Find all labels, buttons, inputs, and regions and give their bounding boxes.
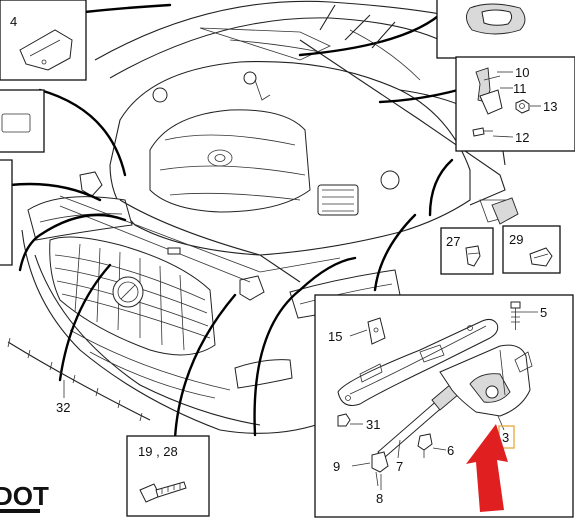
nut-31-part bbox=[337, 413, 351, 427]
watermark-logo: DOT bbox=[0, 481, 49, 513]
label-8: 8 bbox=[376, 491, 383, 506]
callout-box-hood-strut-assembly: 15 5 31 9 7 6 8 3 bbox=[314, 294, 574, 518]
hood-panel bbox=[94, 0, 471, 81]
label-15: 15 bbox=[328, 329, 342, 344]
latch-part-icon bbox=[475, 67, 503, 115]
label-7: 7 bbox=[396, 459, 403, 474]
callout-box-19-28: 19 , 28 bbox=[126, 435, 210, 517]
label-29: 29 bbox=[509, 232, 523, 247]
leader-lines bbox=[8, 3, 460, 440]
actuator-motor-part bbox=[439, 344, 533, 417]
callout-box-10-13: 10 11 13 12 bbox=[455, 56, 575, 152]
callout-box-27: 27 bbox=[440, 227, 494, 275]
label-27: 27 bbox=[446, 234, 460, 249]
bumper-outline bbox=[21, 229, 331, 434]
clip-9-part bbox=[371, 451, 389, 487]
fastener-part-icon bbox=[465, 245, 481, 267]
bolt-part-icon bbox=[139, 481, 187, 503]
label-4: 4 bbox=[10, 14, 17, 29]
screw-part-icon bbox=[472, 127, 493, 137]
hood-latch-part bbox=[491, 197, 519, 225]
callout-box-top-center bbox=[436, 0, 575, 59]
hood-hinge-arm bbox=[299, 39, 506, 206]
callout-box-left bbox=[0, 89, 45, 153]
fastener-6-part bbox=[417, 433, 433, 458]
label-12: 12 bbox=[515, 130, 529, 145]
bolt-5-part bbox=[510, 301, 521, 330]
svg-text:DOT: DOT bbox=[0, 481, 49, 511]
top-bracket-part bbox=[367, 317, 386, 345]
battery-component bbox=[317, 184, 359, 216]
label-9: 9 bbox=[333, 459, 340, 474]
label-5: 5 bbox=[540, 305, 547, 320]
label-11: 11 bbox=[513, 81, 527, 96]
hood-lock-right bbox=[239, 275, 265, 301]
label-6: 6 bbox=[447, 443, 454, 458]
label-31: 31 bbox=[366, 417, 380, 432]
reservoir-cap bbox=[380, 170, 400, 190]
label-10: 10 bbox=[515, 65, 529, 80]
nut-part-icon bbox=[515, 99, 530, 114]
left-headlight bbox=[27, 196, 133, 241]
engine-cover bbox=[149, 109, 311, 213]
red-arrow-icon bbox=[466, 424, 508, 512]
direction-arrows bbox=[319, 4, 396, 49]
front-grille bbox=[49, 236, 216, 356]
clip-part-icon bbox=[529, 247, 553, 267]
label-13: 13 bbox=[543, 99, 557, 114]
hood-lock-left bbox=[79, 171, 103, 197]
engine-bay-outline bbox=[109, 61, 471, 256]
label-19-28: 19 , 28 bbox=[138, 444, 178, 459]
bracket-part-icon bbox=[19, 29, 73, 71]
car-front-drawing bbox=[21, 0, 519, 434]
label-3: 3 bbox=[502, 430, 509, 445]
cable-part: 32 bbox=[7, 337, 151, 422]
hinge-plate-part bbox=[337, 318, 499, 406]
callout-box-29: 29 bbox=[502, 225, 561, 274]
callout-box-4: 4 bbox=[0, 0, 87, 81]
label-32: 32 bbox=[56, 400, 70, 415]
